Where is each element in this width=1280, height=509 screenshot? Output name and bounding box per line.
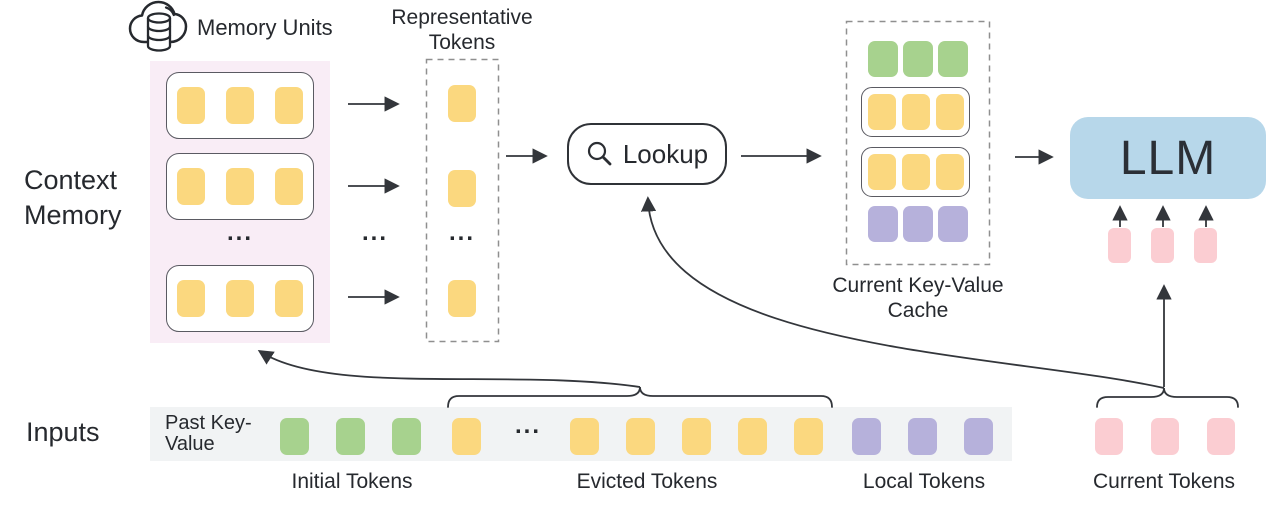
yellow-token bbox=[901, 154, 930, 190]
green-token bbox=[392, 418, 421, 455]
cache-memory-unit bbox=[861, 87, 970, 137]
llm-input-tokens bbox=[1108, 228, 1217, 263]
yellow-token bbox=[275, 87, 303, 124]
purple-token bbox=[937, 206, 968, 242]
context-memory-label: Context Memory bbox=[24, 165, 122, 230]
green-token bbox=[280, 418, 309, 455]
inputs-label: Inputs bbox=[26, 417, 100, 447]
yellow-token bbox=[448, 170, 476, 207]
evicted-tokens-brace bbox=[447, 386, 833, 408]
yellow-token bbox=[935, 154, 964, 190]
yellow-token bbox=[867, 154, 896, 190]
past-key-value-bar: Past Key-Value ... bbox=[150, 407, 1012, 461]
purple-token bbox=[902, 206, 933, 242]
yellow-token bbox=[867, 94, 896, 130]
green-token bbox=[867, 41, 898, 77]
evicted-tokens-head bbox=[452, 418, 481, 455]
llm-box: LLM bbox=[1070, 117, 1266, 199]
yellow-token bbox=[794, 418, 823, 455]
memory-units-label: Memory Units bbox=[197, 15, 333, 40]
yellow-token bbox=[226, 87, 254, 124]
initial-tokens-label: Initial Tokens bbox=[291, 470, 413, 493]
past-key-value-label: Past Key-Value bbox=[165, 412, 252, 455]
yellow-token bbox=[177, 87, 205, 124]
local-tokens-group bbox=[852, 418, 993, 455]
memory-ellipsis: ... bbox=[226, 219, 253, 246]
memory-unit bbox=[166, 72, 314, 139]
pink-token bbox=[1194, 228, 1217, 263]
context-memory-box bbox=[150, 61, 330, 343]
representative-token bbox=[448, 280, 476, 317]
purple-token bbox=[867, 206, 898, 242]
yellow-token bbox=[452, 418, 481, 455]
pink-token bbox=[1207, 418, 1235, 455]
yellow-token bbox=[935, 94, 964, 130]
initial-tokens-group bbox=[280, 418, 421, 455]
yellow-token bbox=[570, 418, 599, 455]
local-tokens-label: Local Tokens bbox=[862, 470, 986, 493]
current-kv-cache-box bbox=[846, 21, 989, 265]
current-tokens-label: Current Tokens bbox=[1092, 470, 1236, 493]
pink-token bbox=[1151, 418, 1179, 455]
search-icon bbox=[587, 141, 612, 166]
representative-ellipsis: ... bbox=[448, 219, 475, 246]
purple-token bbox=[852, 418, 881, 455]
current-tokens-brace bbox=[1096, 387, 1239, 408]
cache-initial-row bbox=[846, 41, 989, 77]
memory-unit bbox=[166, 265, 314, 332]
evicted-tokens-tail bbox=[570, 418, 823, 455]
pink-token bbox=[1151, 228, 1174, 263]
yellow-token bbox=[177, 280, 205, 317]
representative-tokens-box bbox=[426, 59, 498, 341]
purple-token bbox=[964, 418, 993, 455]
memory-unit bbox=[166, 153, 314, 220]
representative-token bbox=[448, 170, 476, 207]
cache-local-row bbox=[846, 206, 989, 242]
yellow-token bbox=[901, 94, 930, 130]
yellow-token bbox=[275, 280, 303, 317]
current-tokens-group bbox=[1095, 418, 1235, 455]
evicted-tokens-label: Evicted Tokens bbox=[576, 470, 718, 493]
yellow-token bbox=[448, 85, 476, 122]
pink-token bbox=[1095, 418, 1123, 455]
current-kv-cache-label: Current Key-Value Cache bbox=[832, 274, 1004, 322]
evicted-ellipsis: ... bbox=[514, 412, 541, 439]
purple-token bbox=[908, 418, 937, 455]
yellow-token bbox=[448, 280, 476, 317]
pink-token bbox=[1108, 228, 1131, 263]
yellow-token bbox=[275, 168, 303, 205]
green-token bbox=[336, 418, 365, 455]
cache-memory-unit bbox=[861, 147, 970, 197]
between-ellipsis: ... bbox=[361, 219, 388, 246]
representative-token bbox=[448, 85, 476, 122]
llm-label: LLM bbox=[1119, 131, 1217, 185]
yellow-token bbox=[626, 418, 655, 455]
yellow-token bbox=[177, 168, 205, 205]
memory-cloud-database-icon bbox=[128, 0, 188, 52]
yellow-token bbox=[682, 418, 711, 455]
lookup-label: Lookup bbox=[622, 138, 709, 169]
yellow-token bbox=[738, 418, 767, 455]
yellow-token bbox=[226, 280, 254, 317]
representative-tokens-label: Representative Tokens bbox=[391, 6, 533, 54]
yellow-token bbox=[226, 168, 254, 205]
green-token bbox=[902, 41, 933, 77]
lookup-box: Lookup bbox=[567, 123, 727, 185]
green-token bbox=[937, 41, 968, 77]
